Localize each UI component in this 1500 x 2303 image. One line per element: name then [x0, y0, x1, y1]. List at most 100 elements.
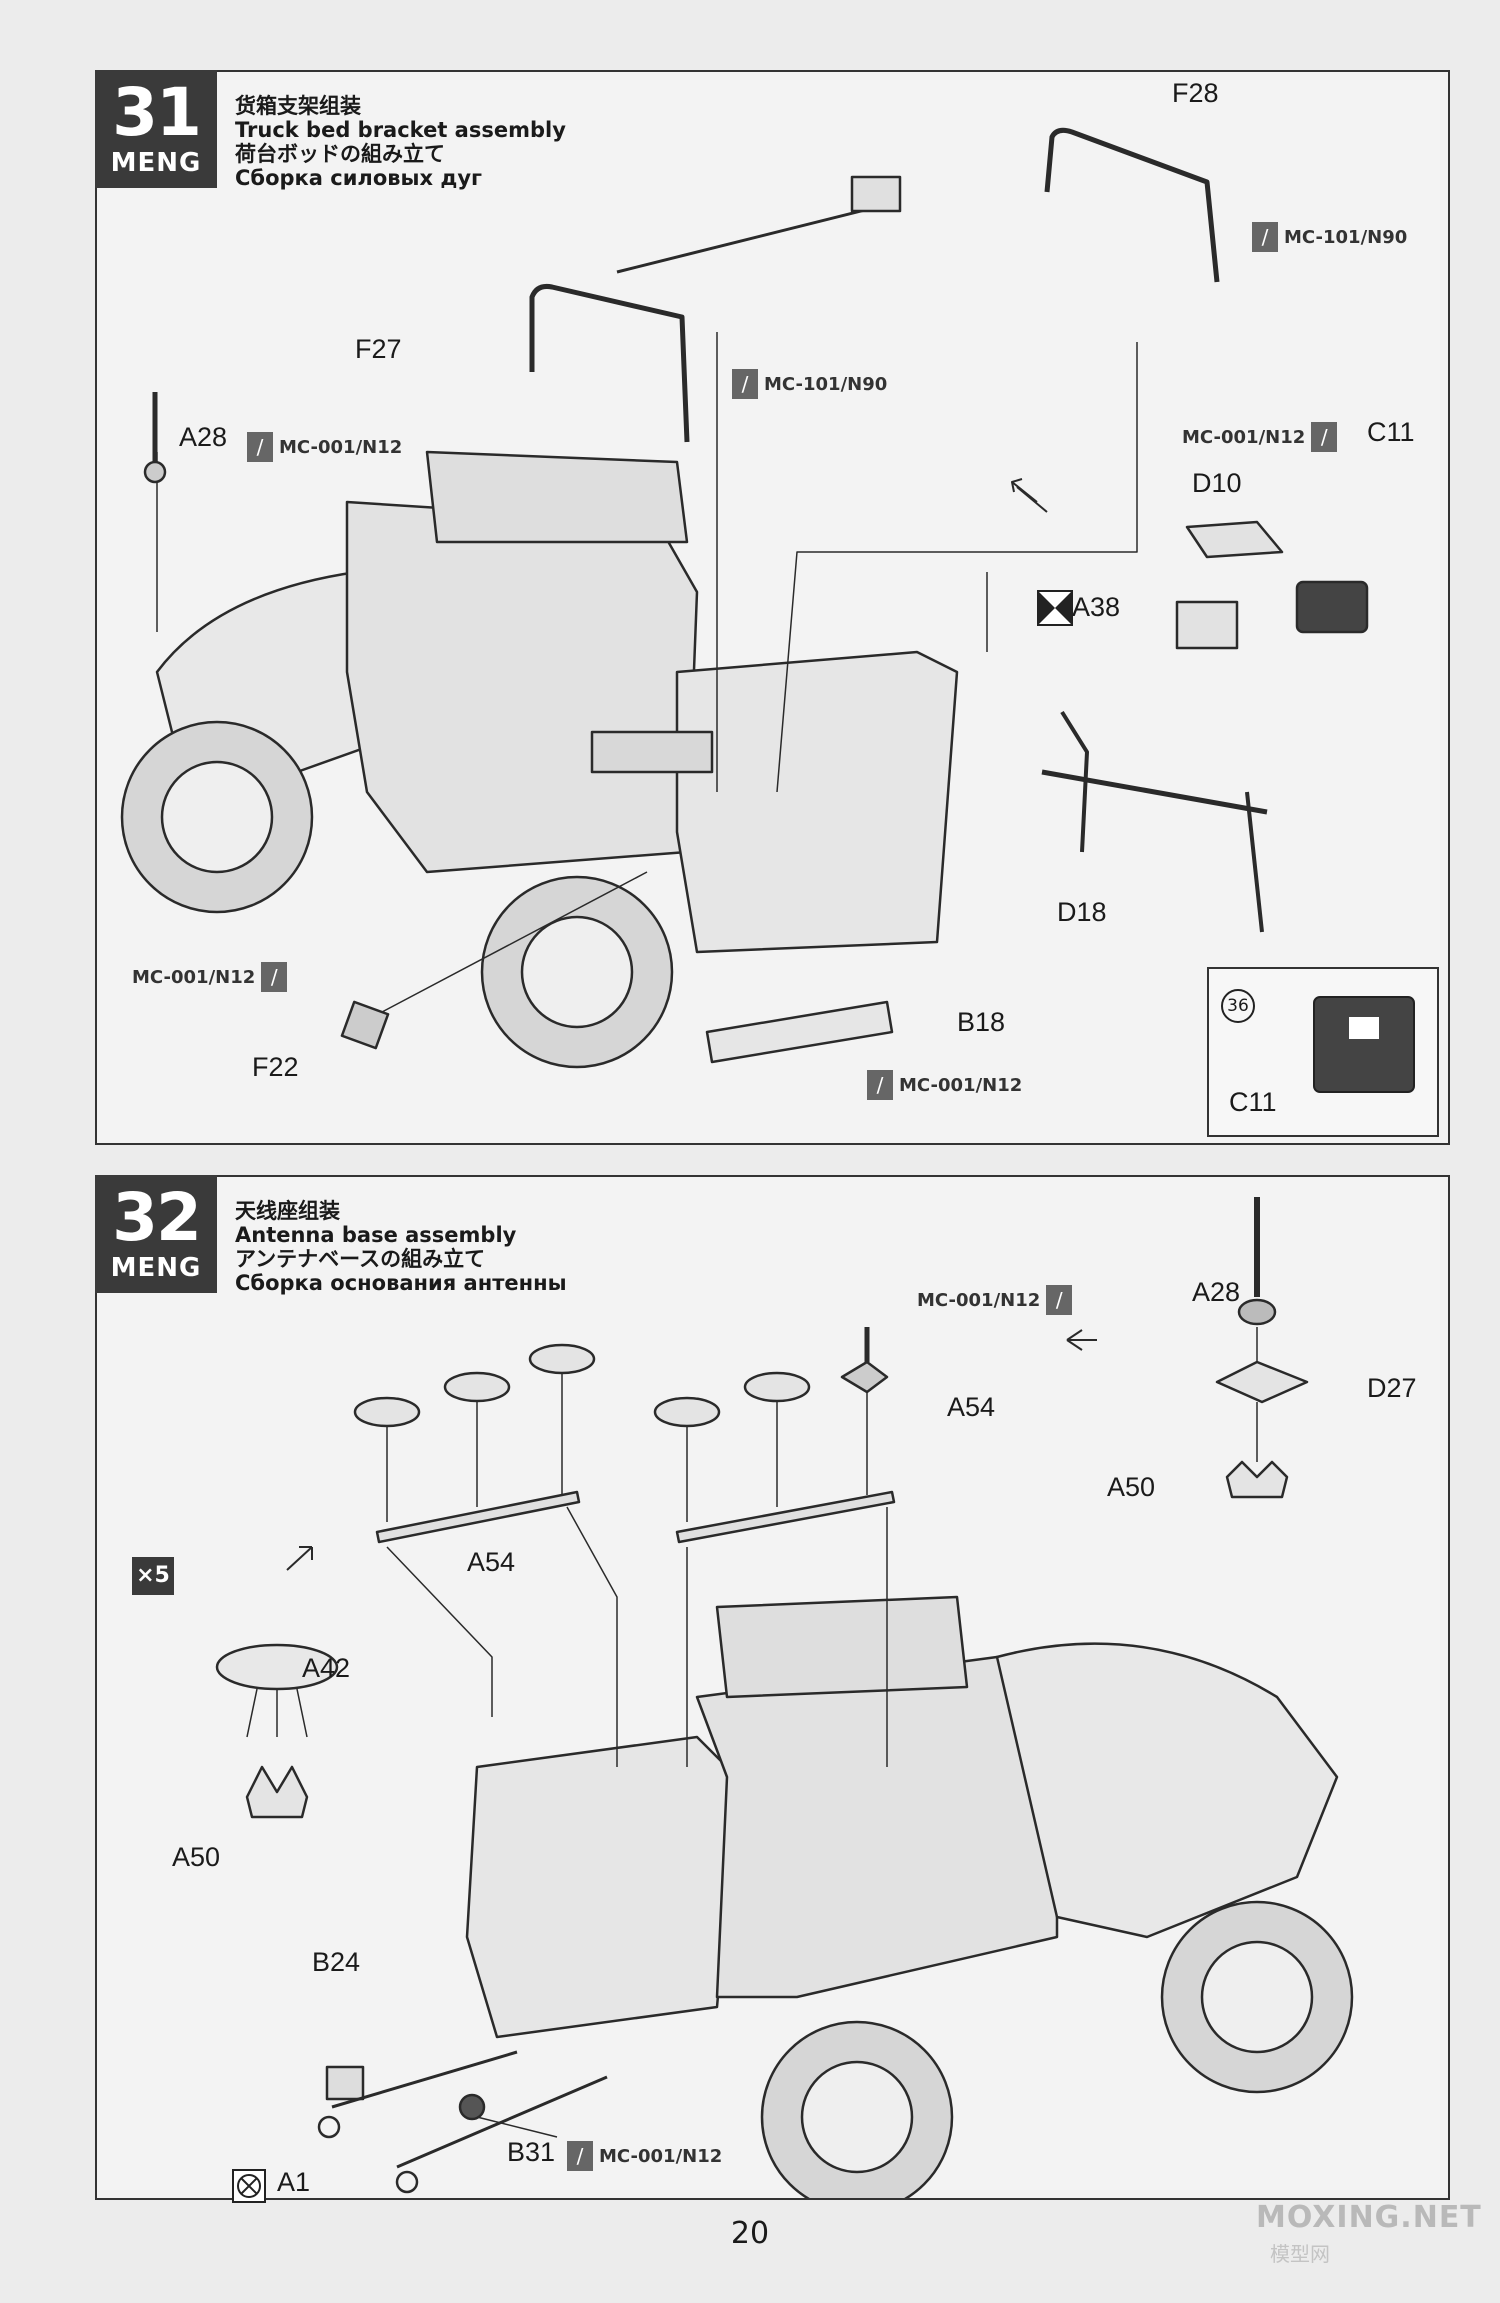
- paint-callout-b31: / MC-001/N12: [567, 2141, 722, 2171]
- part-a50-top: [1225, 1460, 1289, 1499]
- part-a38: [1175, 600, 1239, 650]
- part-d18: [1041, 769, 1268, 815]
- direction-arrow: [1011, 478, 1048, 513]
- label-a54-left: A54: [467, 1547, 516, 1577]
- paint-brush-icon: /: [247, 432, 273, 462]
- paint-callout-a28: MC-001/N12 /: [917, 1285, 1073, 1315]
- antenna-disc: [353, 1396, 421, 1428]
- inset-c11-detail: 36 C11: [1207, 967, 1439, 1137]
- label-a50-top: A50: [1107, 1472, 1156, 1502]
- inset-label-c11: C11: [1229, 1087, 1277, 1117]
- step-31-drawing: [120, 127, 1369, 1069]
- direction-arrow: [1066, 1329, 1097, 1351]
- step-31-title-en: Truck bed bracket assembly: [235, 118, 566, 142]
- step-32-drawing: [215, 1197, 1354, 2198]
- shackle-a1: [317, 2115, 341, 2139]
- label-f22: F22: [252, 1052, 299, 1082]
- towing-rod: [331, 2050, 518, 2109]
- vehicle-cab: [695, 1655, 1059, 1999]
- paint-callout-b18: / MC-001/N12: [867, 1070, 1022, 1100]
- vehicle-turret: [425, 450, 689, 544]
- paint-brush-icon: /: [567, 2141, 593, 2171]
- direction-arrow: [286, 1546, 313, 1571]
- antenna-disc: [443, 1371, 511, 1403]
- label-d10: D10: [1192, 468, 1242, 498]
- antenna-mount: [840, 1360, 889, 1394]
- label-b31: B31: [507, 2137, 556, 2167]
- step-32-panel: 32 MENG 天线座组装 Antenna base assembly アンテナ…: [95, 1175, 1450, 2203]
- label-a38: A38: [1072, 592, 1121, 622]
- label-f28: F28: [1172, 78, 1219, 108]
- label-d27: D27: [1367, 1373, 1417, 1403]
- part-c11: [1295, 580, 1369, 634]
- paint-callout-f22: MC-001/N12 /: [132, 962, 288, 992]
- bracket-f27: [529, 284, 690, 443]
- quantity-badge: ×5: [132, 1557, 174, 1595]
- paint-brush-icon: /: [867, 1070, 893, 1100]
- antenna-disc: [528, 1343, 596, 1375]
- step-31-number: 31: [112, 74, 202, 151]
- paint-callout-a28: / MC-001/N12: [247, 432, 402, 462]
- label-c11: C11: [1367, 417, 1415, 447]
- step-32-number: 32: [112, 1179, 202, 1256]
- page-number: 20: [730, 2216, 770, 2251]
- bracket-f28: [1044, 127, 1220, 283]
- step-32-title-en: Antenna base assembly: [235, 1223, 517, 1247]
- step-31-titles: 货箱支架组装 Truck bed bracket assembly 荷台ボッドの…: [235, 94, 566, 190]
- paint-callout-f28: / MC-101/N90: [1252, 222, 1407, 252]
- part-d27: [1215, 1360, 1309, 1404]
- watermark: MOXING.NET: [1256, 2200, 1482, 2235]
- part-b24: [325, 2065, 365, 2101]
- bracket-crossbar: [616, 200, 898, 274]
- vehicle-hood: [995, 1642, 1339, 1939]
- step-32-title-ja: アンテナベースの組み立て: [235, 1247, 486, 1271]
- part-d10: [1185, 520, 1284, 559]
- label-a28: A28: [1192, 1277, 1241, 1307]
- cut-mark-icon: [1037, 590, 1073, 630]
- step-31-title-zh: 货箱支架组装: [235, 94, 361, 118]
- label-a50-left: A50: [172, 1842, 221, 1872]
- inset-c11-box: [1313, 996, 1415, 1093]
- meng-logo: MENG: [110, 1253, 202, 1283]
- light-box: [850, 175, 902, 213]
- watermark-sub: 模型网: [1270, 2242, 1330, 2266]
- vehicle-bed: [675, 650, 959, 954]
- inset-step-ref: 36: [1221, 989, 1255, 1023]
- step-32-titles: 天线座组装 Antenna base assembly アンテナベースの組み立て…: [235, 1199, 567, 1295]
- paint-brush-icon: /: [732, 369, 758, 399]
- label-a54-right: A54: [947, 1392, 996, 1422]
- label-f27: F27: [355, 334, 402, 364]
- shackle-a1: [395, 2170, 419, 2194]
- label-a1: A1: [277, 2167, 311, 2197]
- label-d18: D18: [1057, 897, 1107, 927]
- step-31-panel: 31 MENG 货箱支架组装 Truck bed bracket assembl…: [95, 70, 1450, 1145]
- label-b24: B24: [312, 1947, 361, 1977]
- part-b31: [458, 2093, 486, 2121]
- step-32-badge: 32 MENG: [95, 1175, 217, 1293]
- part-f22: [340, 1000, 390, 1050]
- antenna-bar-a54-right: [675, 1490, 896, 1544]
- vehicle-bed: [465, 1735, 739, 2039]
- part-b18: [705, 1000, 894, 1064]
- antenna-disc: [743, 1371, 811, 1403]
- vehicle-cab: [345, 500, 699, 874]
- antenna-bar-a54-left: [375, 1490, 581, 1544]
- step-32-title-zh: 天线座组装: [235, 1199, 340, 1223]
- bed-rack: [590, 730, 714, 774]
- step-31-title-ru: Сборка силовых дуг: [235, 166, 482, 190]
- label-b18: B18: [957, 1007, 1006, 1037]
- towing-rod: [396, 2075, 608, 2169]
- part-a50-left: [245, 1765, 309, 1819]
- vehicle-turret: [715, 1595, 969, 1699]
- paint-brush-icon: /: [261, 962, 288, 992]
- label-a42: A42: [302, 1653, 351, 1683]
- meng-logo: MENG: [110, 148, 202, 178]
- label-a28: A28: [179, 422, 228, 452]
- antenna-disc: [653, 1396, 721, 1428]
- paint-callout-c11: MC-001/N12 /: [1182, 422, 1338, 452]
- paint-brush-icon: /: [1252, 222, 1278, 252]
- step-31-badge: 31 MENG: [95, 70, 217, 188]
- step-31-title-ja: 荷台ボッドの組み立て: [235, 142, 445, 166]
- paint-brush-icon: /: [1046, 1285, 1073, 1315]
- step-32-title-ru: Сборка основания антенны: [235, 1271, 567, 1295]
